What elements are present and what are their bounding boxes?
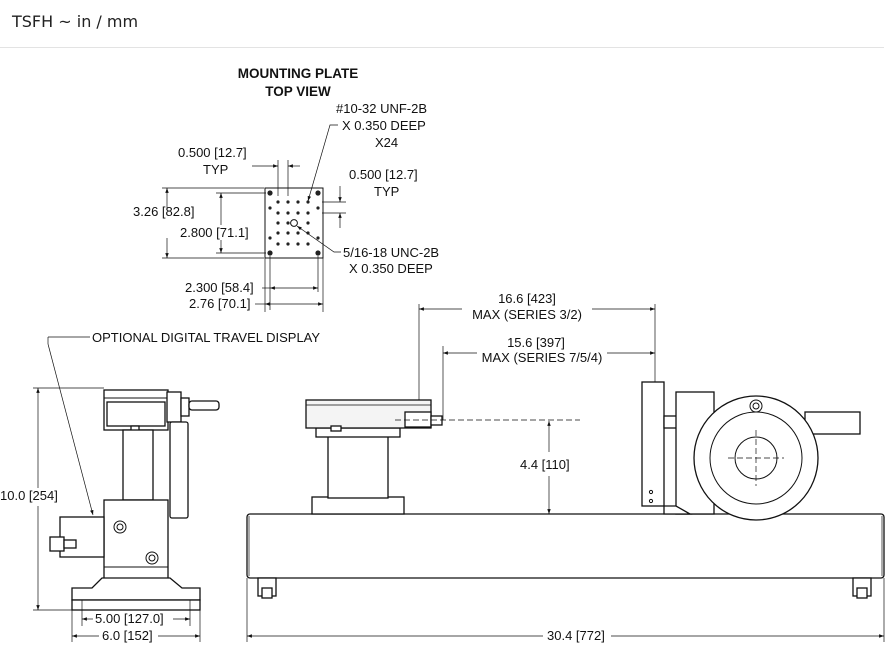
head-plate <box>641 381 665 507</box>
base-hole-width-label: 5.00 [127.0] <box>95 611 164 626</box>
header-divider <box>0 47 884 48</box>
handwheel-hub <box>166 391 182 423</box>
spacing-left-typ: TYP <box>203 162 228 177</box>
display-callout-label: OPTIONAL DIGITAL TRAVEL DISPLAY <box>92 330 320 345</box>
outer-height-label: 3.26 [82.8] <box>133 204 194 219</box>
column-base <box>311 496 405 515</box>
mounting-hole-grid <box>267 190 321 256</box>
page-title: TSFH ~ in / mm <box>12 12 139 31</box>
drive-shaft <box>804 411 861 435</box>
hole-height-label: 2.800 [71.1] <box>180 225 249 240</box>
thread-note-leader <box>307 124 338 202</box>
stage-column <box>327 435 389 499</box>
side-column <box>122 429 154 501</box>
handwheel-side <box>169 421 189 519</box>
mounting-plate-outline <box>264 187 324 259</box>
front-view: 16.6 [423] MAX (SERIES 3/2) 15.6 [397] M… <box>246 291 885 643</box>
thread-note-line2: X 0.350 DEEP <box>342 118 426 133</box>
outer-width-label: 2.76 [70.1] <box>189 296 250 311</box>
max-travel-a-value: 16.6 [423] <box>498 291 556 306</box>
side-view: OPTIONAL DIGITAL TRAVEL DISPLAY 10.0 [25… <box>0 330 320 643</box>
side-base-foot <box>71 577 201 601</box>
top-view-title-line1: MOUNTING PLATE <box>238 66 359 81</box>
stage-stop-pin <box>430 415 443 426</box>
max-travel-a-series: MAX (SERIES 3/2) <box>472 307 582 322</box>
main-base-rail <box>246 513 885 579</box>
spacing-right-typ: TYP <box>374 184 399 199</box>
spacing-right-label: 0.500 [12.7] <box>349 167 418 182</box>
max-travel-b-value: 15.6 [397] <box>507 335 565 350</box>
overall-length-label: 30.4 [772] <box>547 628 605 643</box>
top-view-title-line2: TOP VIEW <box>265 84 331 99</box>
crank-handle <box>188 400 220 411</box>
hole-width-label: 2.300 [58.4] <box>185 280 254 295</box>
max-travel-b-series: MAX (SERIES 7/5/4) <box>482 350 603 365</box>
center-thread-line1: 5/16-18 UNC-2B <box>343 245 439 260</box>
thread-note-line1: #10-32 UNF-2B <box>336 101 427 116</box>
center-thread-line2: X 0.350 DEEP <box>349 261 433 276</box>
thread-note-line3: X24 <box>375 135 398 150</box>
side-base-block <box>103 499 169 581</box>
plate-height-label: 4.4 [110] <box>520 457 570 472</box>
base-width-label: 6.0 [152] <box>102 628 153 643</box>
top-view: MOUNTING PLATE TOP VIEW #10-32 UNF-2B X … <box>133 66 439 312</box>
digital-display <box>59 516 105 558</box>
total-height-label: 10.0 [254] <box>0 488 58 503</box>
spacing-left-label: 0.500 [12.7] <box>178 145 247 160</box>
center-thread-leader <box>296 225 341 253</box>
